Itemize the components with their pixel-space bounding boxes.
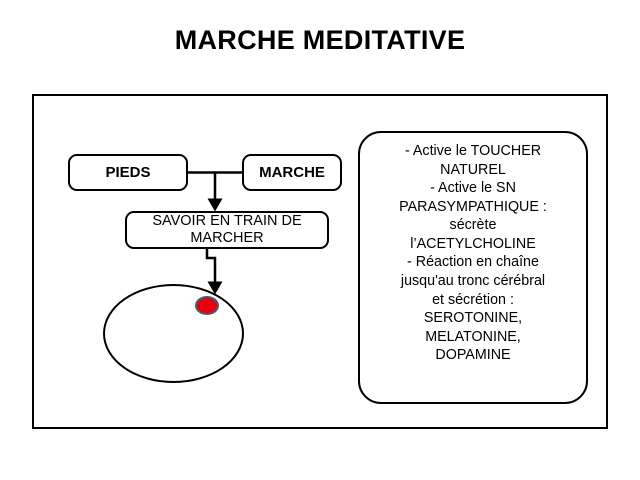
head-ellipse bbox=[103, 284, 244, 383]
box-marche[interactable]: MARCHE bbox=[242, 154, 342, 191]
box-pieds[interactable]: PIEDS bbox=[68, 154, 188, 191]
brain-dot bbox=[195, 296, 219, 315]
box-savoir-en-train-de-marcher[interactable]: SAVOIR EN TRAIN DE MARCHER bbox=[125, 211, 329, 249]
page-title: MARCHE MEDITATIVE bbox=[174, 25, 466, 55]
info-panel[interactable]: - Active le TOUCHER NATUREL - Active le … bbox=[358, 131, 588, 404]
info-panel-text: - Active le TOUCHER NATUREL - Active le … bbox=[399, 143, 547, 364]
